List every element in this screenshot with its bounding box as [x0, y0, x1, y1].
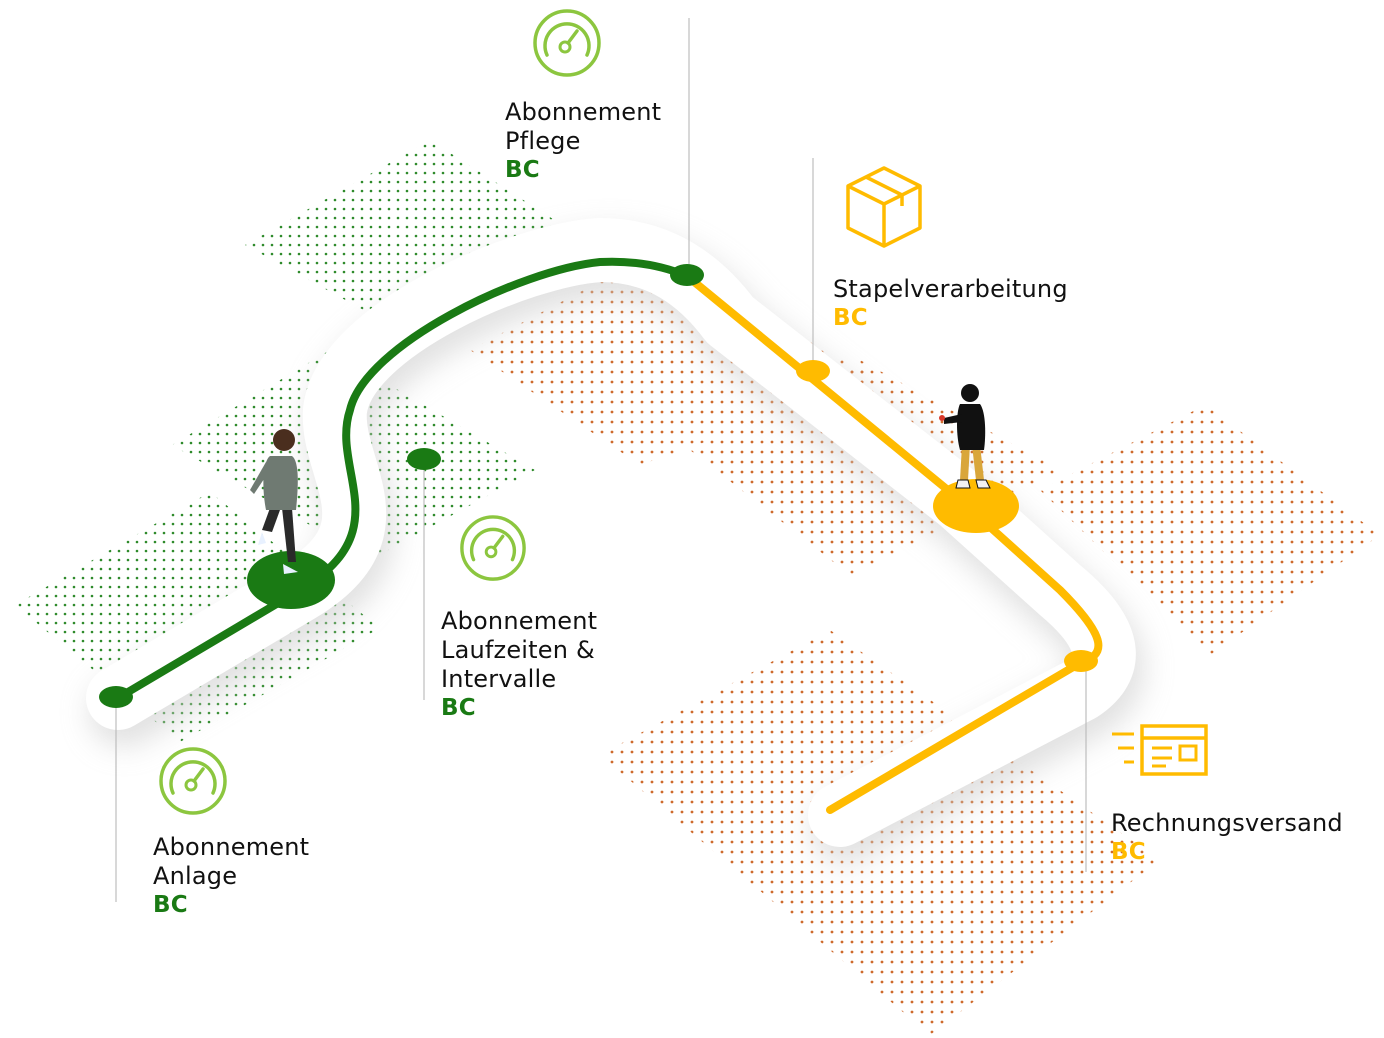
milestone-title-line: Intervalle: [441, 665, 557, 693]
milestone-marker-laufzeiten[interactable]: [407, 448, 441, 470]
milestone-label-laufzeiten: Abonnement Laufzeiten & Intervalle BC: [441, 607, 597, 723]
box-icon: [846, 166, 922, 248]
green-dots-tile-top: [245, 140, 570, 330]
progress-line-green: [114, 257, 691, 702]
milestone-label-pflege: Abonnement Pflege BC: [505, 98, 661, 185]
milestone-title-line: Abonnement: [441, 607, 598, 635]
invoice-icon: [1112, 724, 1208, 776]
milestone-title-line: Laufzeiten &: [441, 636, 595, 664]
platform-yellow: [933, 479, 1019, 533]
milestone-label-stapel: Stapelverarbeitung BC: [833, 275, 1068, 333]
person-walking-figure: [250, 429, 298, 574]
milestone-title-line: Pflege: [505, 127, 581, 155]
milestone-label-anlage: Abonnement Anlage BC: [153, 833, 309, 920]
milestone-marker-stapel[interactable]: [796, 360, 830, 382]
milestone-label-rechnung: Rechnungsversand BC: [1111, 809, 1343, 867]
milestone-marker-rechnung[interactable]: [1064, 650, 1098, 672]
milestone-tag: BC: [153, 892, 188, 918]
milestone-marker-pflege[interactable]: [670, 264, 704, 286]
platform-green: [247, 551, 335, 609]
milestone-tag: BC: [441, 695, 476, 721]
person-standing-figure: [939, 384, 991, 489]
milestone-title-line: Abonnement: [153, 833, 310, 861]
milestone-tag: BC: [1111, 839, 1146, 865]
milestone-tag: BC: [505, 157, 540, 183]
orange-dots-tile-right: [1040, 405, 1380, 655]
speedometer-icon: [533, 9, 601, 77]
leader-lines: [115, 18, 1087, 902]
milestone-marker-anlage[interactable]: [99, 686, 133, 708]
milestone-title-line: Anlage: [153, 862, 238, 890]
milestone-title-line: Abonnement: [505, 98, 662, 126]
milestone-title-line: Rechnungsversand: [1111, 809, 1343, 837]
milestone-tag: BC: [833, 305, 868, 331]
speedometer-icon: [159, 747, 227, 815]
speedometer-icon: [460, 515, 526, 581]
milestone-title-line: Stapelverarbeitung: [833, 275, 1068, 303]
